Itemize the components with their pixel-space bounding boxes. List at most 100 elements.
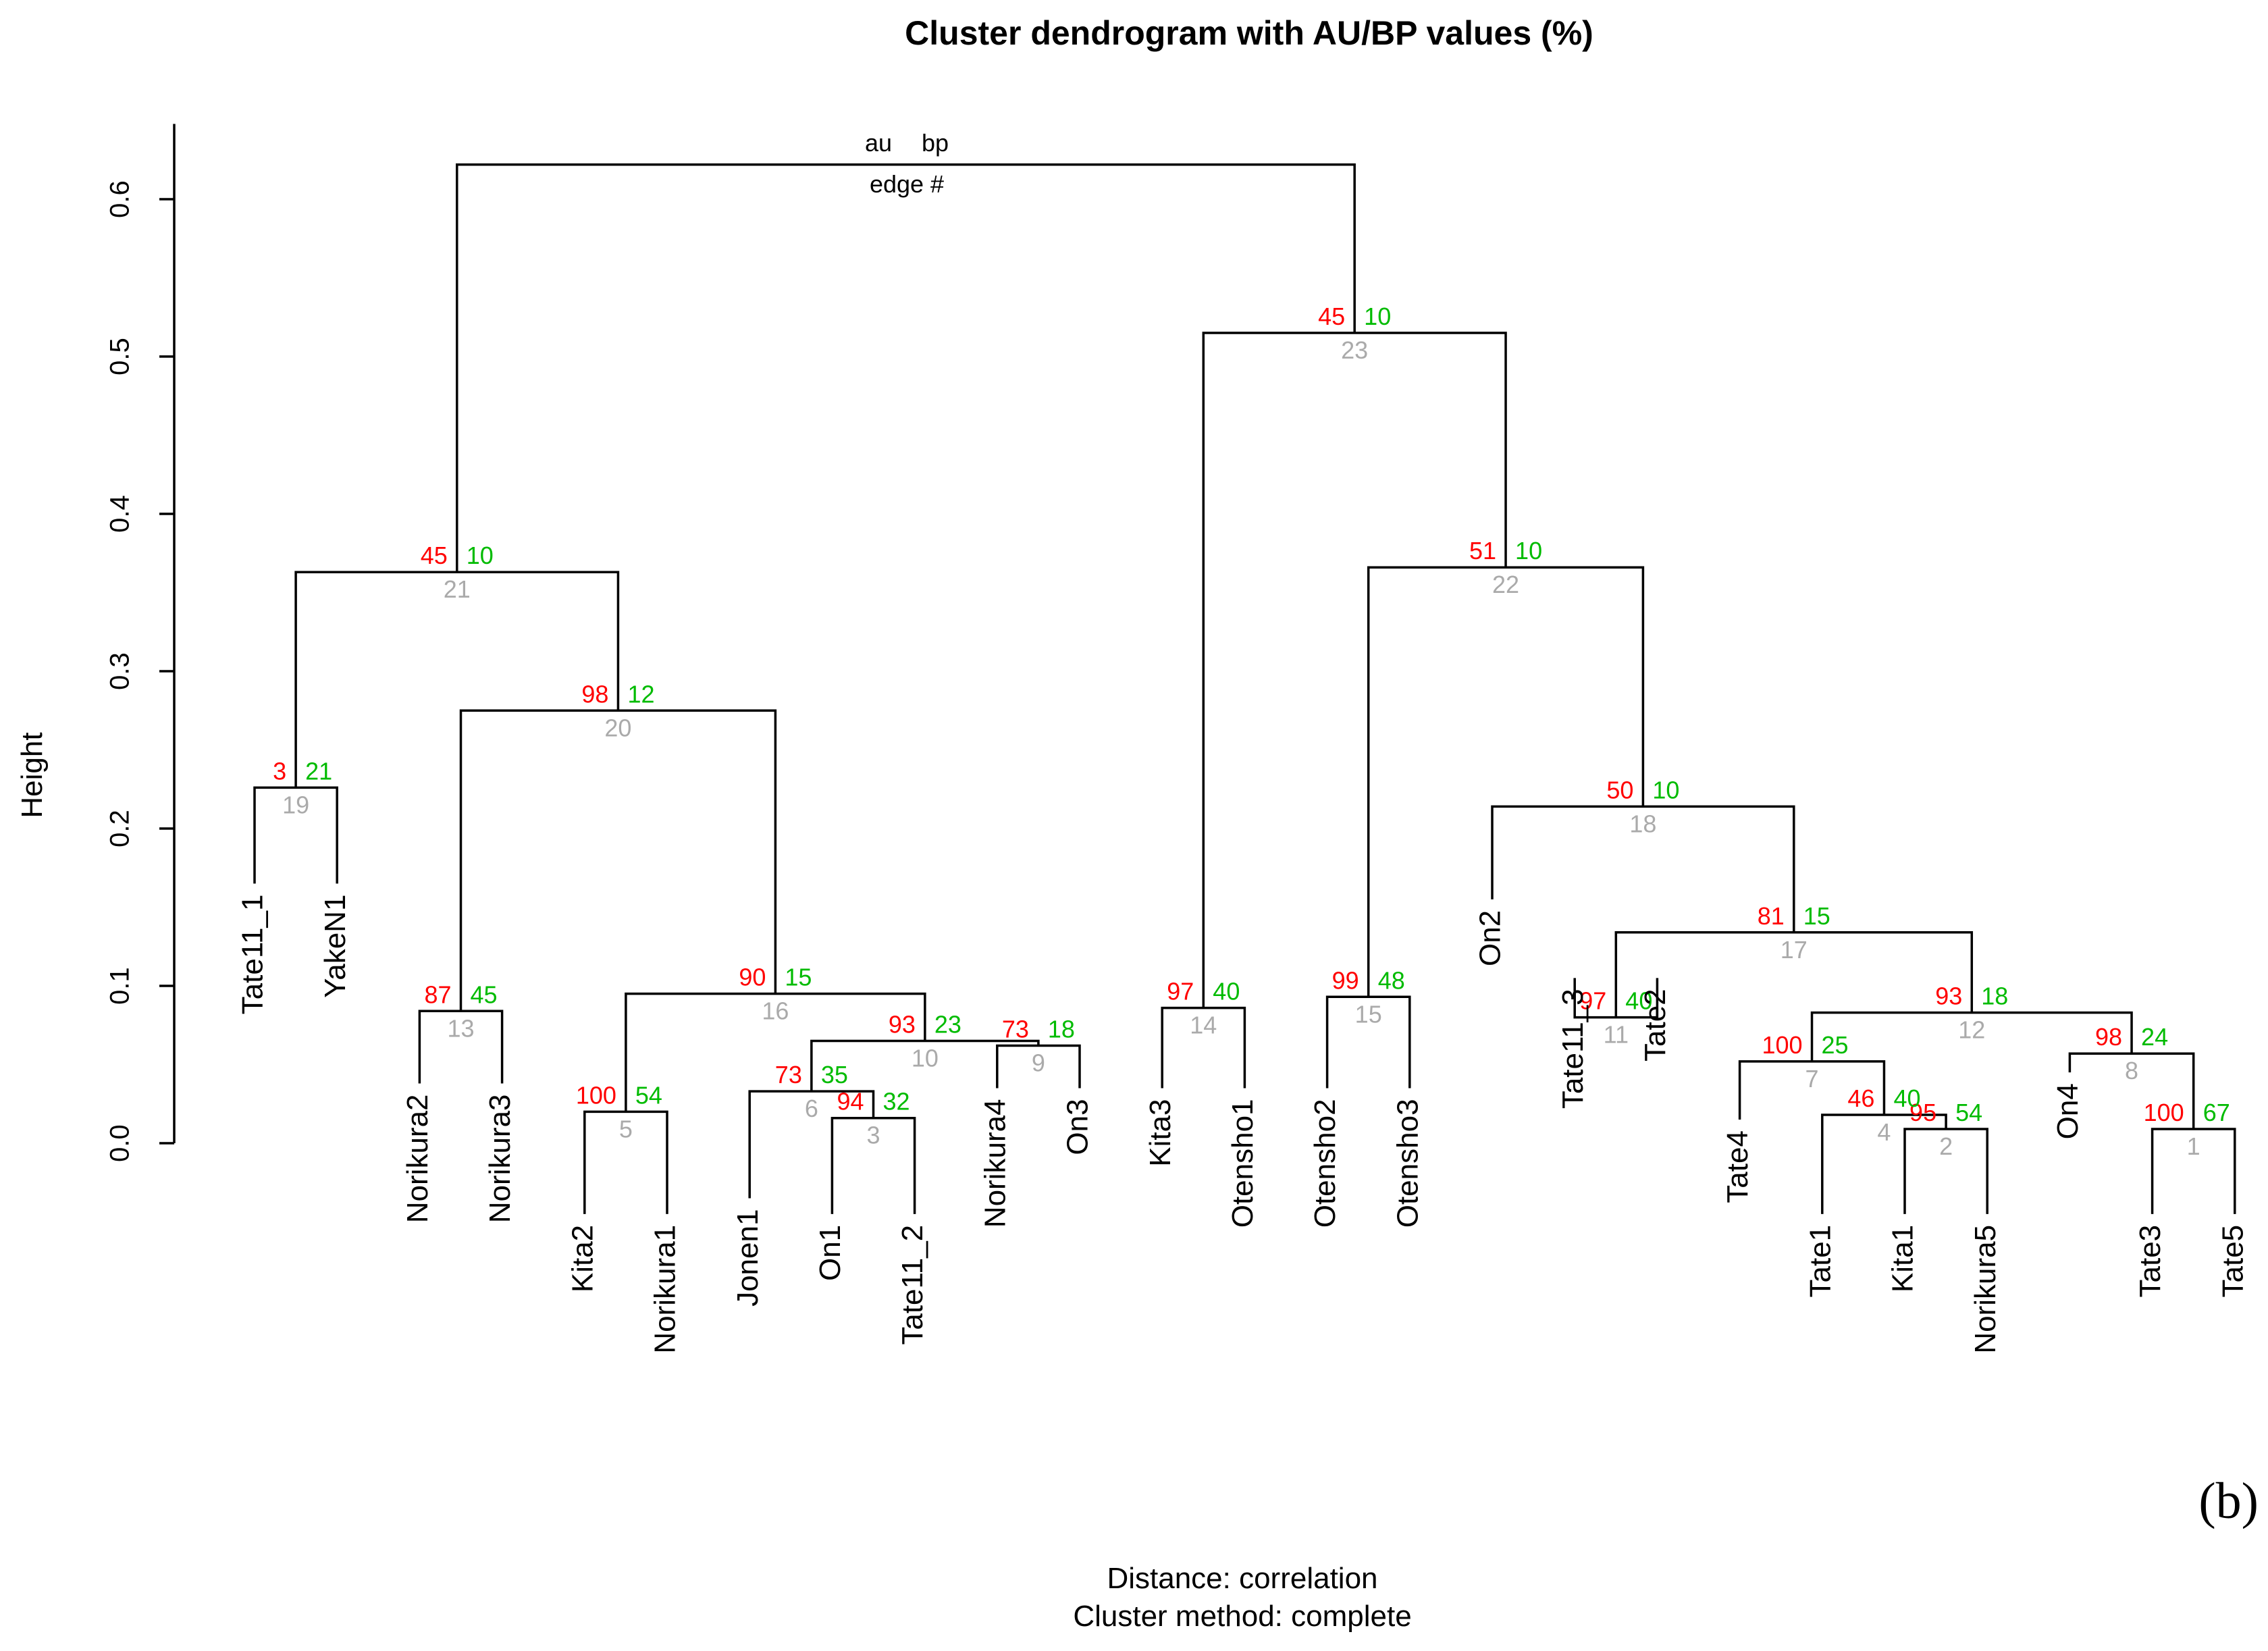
panel-label: (b) bbox=[2198, 1473, 2259, 1529]
edge-number-13: 13 bbox=[447, 1014, 474, 1042]
leaf-label: YakeN1 bbox=[319, 895, 352, 998]
edge-number-2: 2 bbox=[1939, 1132, 1953, 1160]
edge-number-10: 10 bbox=[912, 1045, 939, 1072]
bp-value-17: 15 bbox=[1803, 902, 1830, 930]
bp-value-16: 15 bbox=[785, 964, 812, 991]
edge-number-18: 18 bbox=[1629, 810, 1656, 837]
distance-caption: Distance: correlation bbox=[1107, 1562, 1377, 1595]
edge-number-22: 22 bbox=[1492, 571, 1519, 598]
au-value-7: 100 bbox=[1762, 1031, 1802, 1059]
leaf-label: Tate11_3 bbox=[1556, 989, 1589, 1109]
bp-value-19: 21 bbox=[305, 757, 332, 785]
leaf-label: Tate1 bbox=[1803, 1225, 1837, 1298]
y-tick-label: 0.0 bbox=[105, 1124, 135, 1162]
au-value-22: 51 bbox=[1469, 537, 1496, 565]
bp-value-4: 40 bbox=[1893, 1084, 1920, 1112]
au-value-9: 73 bbox=[1002, 1016, 1029, 1043]
bp-value-6: 35 bbox=[821, 1061, 848, 1089]
au-value-17: 81 bbox=[1758, 902, 1785, 930]
au-value-16: 90 bbox=[739, 964, 766, 991]
branch-edge-21 bbox=[294, 571, 620, 788]
bp-value-21: 10 bbox=[467, 542, 494, 569]
edge-number-9: 9 bbox=[1032, 1049, 1045, 1077]
bp-value-11: 40 bbox=[1625, 987, 1652, 1015]
au-value-20: 98 bbox=[581, 680, 608, 708]
au-bp-legend: au bp edge # bbox=[865, 129, 949, 198]
legend-edge: edge # bbox=[870, 170, 944, 198]
edge-number-7: 7 bbox=[1805, 1065, 1819, 1093]
leaf-label: Norikura4 bbox=[978, 1099, 1011, 1228]
au-value-1: 100 bbox=[2144, 1099, 2184, 1126]
bp-value-1: 67 bbox=[2203, 1099, 2230, 1126]
au-value-11: 97 bbox=[1579, 987, 1606, 1015]
edge-number-11: 11 bbox=[1604, 1021, 1629, 1049]
edge-number-23: 23 bbox=[1341, 336, 1368, 364]
edge-number-21: 21 bbox=[444, 575, 471, 603]
bp-value-7: 25 bbox=[1822, 1031, 1849, 1059]
au-value-23: 45 bbox=[1318, 303, 1345, 330]
au-value-6: 73 bbox=[775, 1061, 802, 1089]
au-value-3: 94 bbox=[837, 1088, 864, 1116]
leaf-label: Otensho2 bbox=[1309, 1099, 1342, 1228]
leaf-label: Norikura2 bbox=[401, 1094, 434, 1223]
edge-number-3: 3 bbox=[866, 1122, 880, 1149]
leaf-label: Norikura3 bbox=[483, 1094, 517, 1223]
leaf-label: Otensho1 bbox=[1226, 1099, 1259, 1228]
y-axis: 0.00.10.20.30.40.50.6 bbox=[105, 124, 176, 1162]
au-value-13: 87 bbox=[424, 980, 451, 1008]
au-value-4: 46 bbox=[1847, 1084, 1874, 1112]
y-tick-label: 0.3 bbox=[105, 652, 135, 690]
edge-number-15: 15 bbox=[1355, 1000, 1382, 1028]
leaf-label: Tate11_2 bbox=[896, 1225, 929, 1345]
leaf-label: Tate11_1 bbox=[236, 895, 269, 1015]
leaf-label: Otensho3 bbox=[1391, 1099, 1424, 1228]
leaf-label: On2 bbox=[1474, 910, 1507, 966]
edge-number-6: 6 bbox=[805, 1095, 818, 1122]
bp-value-14: 40 bbox=[1213, 978, 1240, 1005]
au-value-21: 45 bbox=[421, 542, 448, 569]
leaf-label: Tate3 bbox=[2134, 1225, 2167, 1298]
leaf-label: On1 bbox=[814, 1225, 847, 1281]
leaf-label: On4 bbox=[2051, 1083, 2084, 1139]
au-value-12: 93 bbox=[1935, 982, 1962, 1010]
dendrogram-branches bbox=[253, 163, 2236, 1214]
edge-number-19: 19 bbox=[282, 791, 309, 818]
legend-bp: bp bbox=[922, 129, 949, 157]
branch-edge-20 bbox=[459, 709, 777, 1012]
au-value-5: 100 bbox=[576, 1081, 616, 1109]
au-value-10: 93 bbox=[889, 1011, 916, 1039]
au-value-19: 3 bbox=[273, 757, 286, 785]
bp-value-10: 23 bbox=[934, 1011, 961, 1039]
edge-number-20: 20 bbox=[604, 714, 631, 741]
bp-value-2: 54 bbox=[1955, 1099, 1982, 1126]
leaf-label: Norikura5 bbox=[1969, 1225, 2002, 1354]
bp-value-3: 32 bbox=[883, 1088, 910, 1116]
au-value-15: 99 bbox=[1332, 966, 1359, 994]
au-value-8: 98 bbox=[2095, 1023, 2122, 1051]
y-tick-label: 0.6 bbox=[105, 180, 135, 218]
leaf-label: Tate5 bbox=[2216, 1225, 2249, 1298]
edge-number-17: 17 bbox=[1781, 936, 1808, 964]
bp-value-12: 18 bbox=[1981, 982, 2008, 1010]
legend-au: au bbox=[865, 129, 892, 157]
y-tick-label: 0.1 bbox=[105, 967, 135, 1005]
chart-title: Cluster dendrogram with AU/BP values (%) bbox=[905, 14, 1593, 52]
bp-value-15: 48 bbox=[1378, 966, 1405, 994]
edge-number-4: 4 bbox=[1877, 1118, 1891, 1146]
leaf-label: Kita2 bbox=[566, 1225, 599, 1292]
edge-number-16: 16 bbox=[762, 997, 789, 1025]
au-value-14: 97 bbox=[1167, 978, 1194, 1005]
bp-value-20: 12 bbox=[627, 680, 654, 708]
y-axis-label: Height bbox=[16, 732, 49, 818]
bp-value-23: 10 bbox=[1364, 303, 1391, 330]
leaf-label: Norikura1 bbox=[649, 1225, 682, 1354]
edge-number-14: 14 bbox=[1190, 1012, 1217, 1039]
bp-value-22: 10 bbox=[1515, 537, 1542, 565]
leaf-label: On3 bbox=[1061, 1099, 1095, 1155]
method-caption: Cluster method: complete bbox=[1073, 1600, 1411, 1633]
y-tick-label: 0.5 bbox=[105, 338, 135, 375]
bp-value-18: 10 bbox=[1652, 776, 1679, 804]
